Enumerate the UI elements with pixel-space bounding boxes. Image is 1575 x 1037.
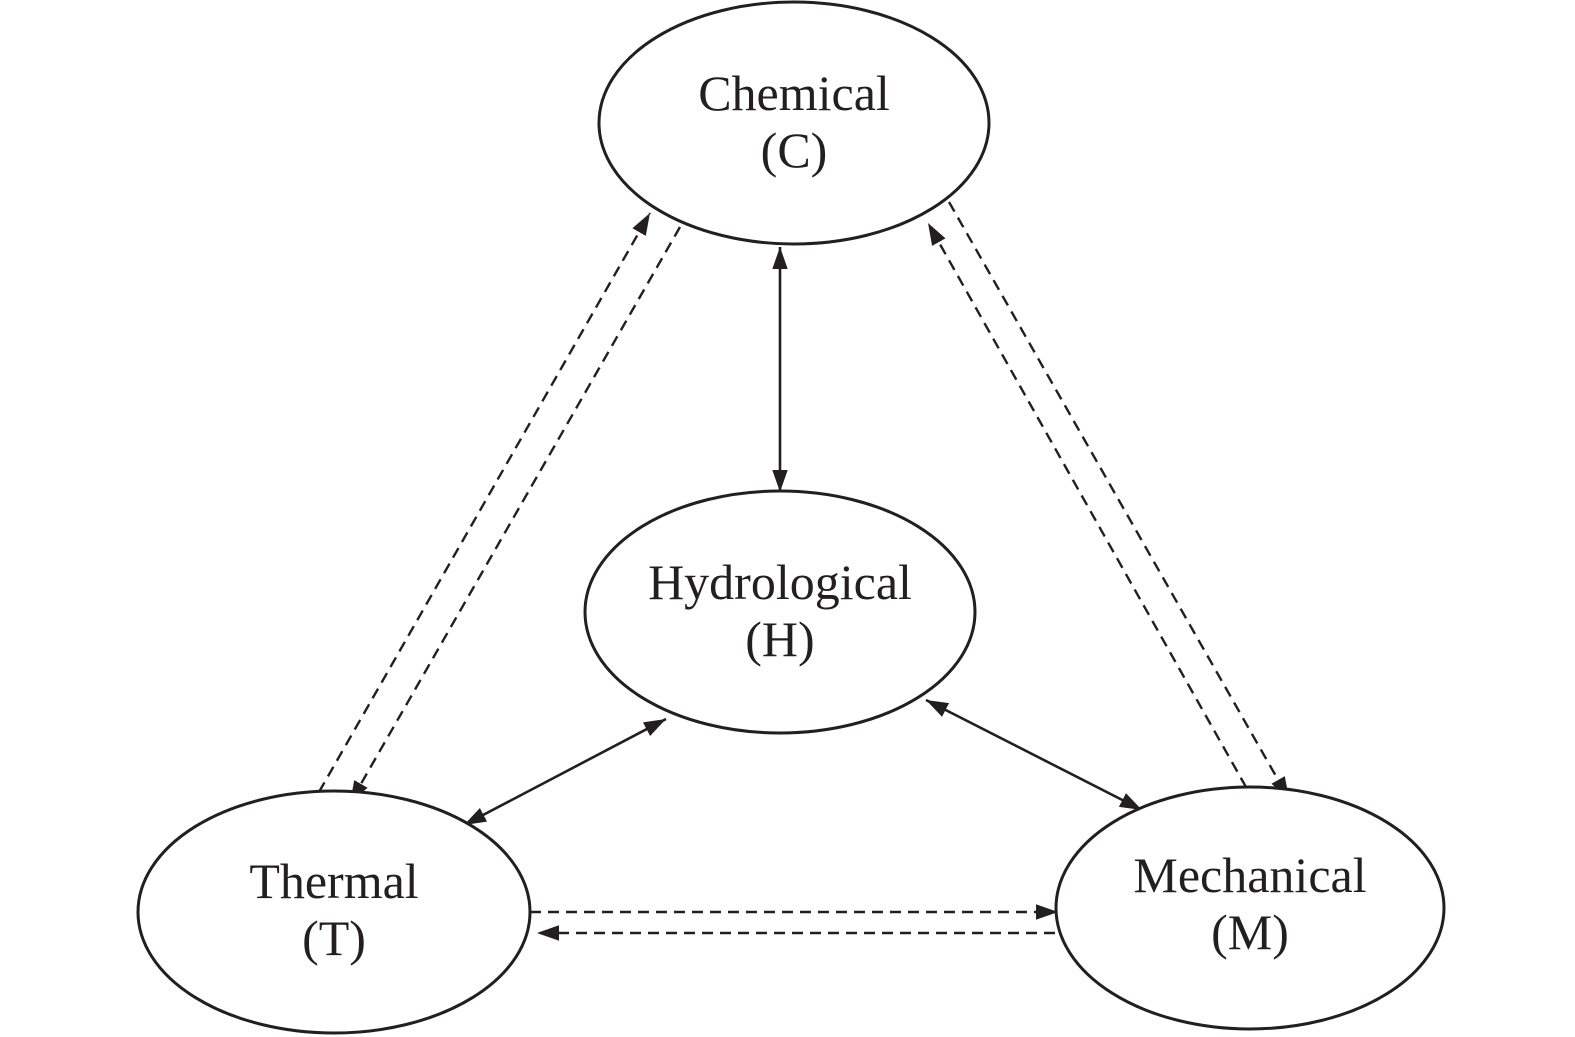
node-mechanical-code: (M) [1211, 904, 1289, 960]
node-mechanical-name: Mechanical [1133, 847, 1366, 903]
node-chemical-name: Chemical [698, 65, 890, 121]
node-chemical: Chemical (C) [597, 0, 991, 246]
node-thermal-code: (T) [302, 910, 366, 966]
node-mechanical: Mechanical (M) [1054, 785, 1446, 1031]
node-hydrological-code: (H) [745, 611, 814, 667]
edge-chemical-to-mechanical [947, 201, 1291, 800]
edge-hydrological-mechanical [925, 698, 1143, 812]
edge-mechanical-to-chemical [926, 222, 1257, 804]
node-hydrological: Hydrological (H) [583, 489, 977, 735]
node-hydrological-name: Hydrological [648, 554, 912, 610]
node-thermal: Thermal (T) [136, 789, 532, 1035]
node-chemical-code: (C) [761, 122, 828, 178]
edge-thermal-to-chemical [317, 212, 652, 793]
node-thermal-name: Thermal [249, 853, 418, 909]
edge-chemical-to-thermal [348, 226, 682, 804]
edge-hydrological-thermal [463, 717, 667, 827]
